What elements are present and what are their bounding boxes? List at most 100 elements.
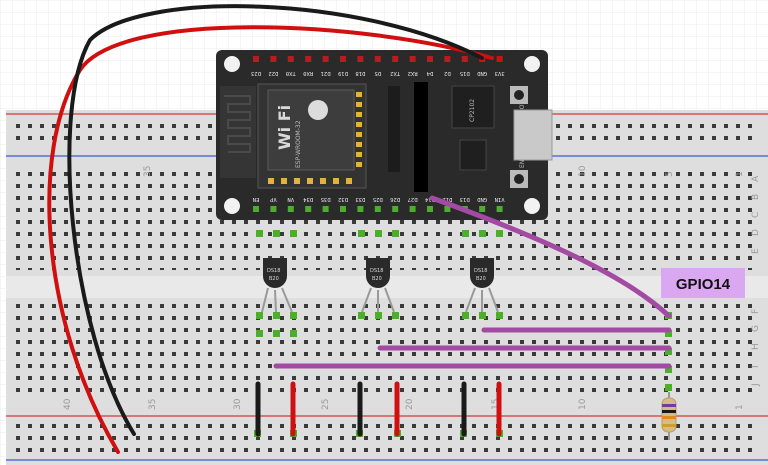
- col-num-top: 5: [665, 171, 675, 177]
- en-button-label: EN: [519, 160, 526, 168]
- esp32-pin-label: D23: [251, 70, 261, 76]
- esp32-pin-label: D35: [321, 196, 331, 202]
- esp32-header-pin: [479, 206, 486, 212]
- usb-connector: [513, 109, 553, 161]
- esp32-header-pin: [409, 206, 416, 212]
- mount-hole: [224, 198, 240, 214]
- esp32-pin-label: VP: [269, 196, 276, 202]
- row-letter: G: [751, 325, 761, 332]
- voltage-regulator: [459, 139, 487, 171]
- esp32-pin-label: D32: [338, 196, 348, 202]
- esp32-header-pin: [444, 56, 451, 62]
- mount-hole: [524, 198, 540, 214]
- jumper-wires: [255, 381, 502, 437]
- gpio14-wire: [429, 195, 672, 319]
- esp32-pin-label: D18: [355, 70, 365, 76]
- esp32-pin-label: 3V3: [495, 70, 505, 76]
- esp32-header-pin: [374, 206, 381, 212]
- col-num-bottom: 35: [148, 399, 158, 410]
- row-letter: F: [751, 309, 761, 314]
- row-letter: B: [751, 194, 761, 200]
- esp32-pin-label: VN: [287, 196, 294, 202]
- esp32-pin-label: D25: [373, 196, 383, 202]
- esp32-header-pin: [444, 206, 451, 212]
- power-wires: [47, 4, 494, 454]
- esp32-pin-label: D21: [321, 70, 331, 76]
- esp32-pin-label: VIN: [495, 196, 505, 202]
- pullup-resistor: [661, 392, 677, 440]
- row-letters: A B C D E F G H I J: [751, 175, 761, 387]
- esp32-pin-label: D14: [424, 196, 435, 202]
- esp32-board: Wi Fi ESP-WROOM-32 CP2102 BOOT EN: [216, 50, 553, 220]
- module-label: ESP-WROOM-32: [295, 120, 302, 168]
- esp32-pin-label: RX2: [408, 70, 418, 76]
- col-num-top: 1: [735, 171, 745, 177]
- col-num-bottom: 30: [233, 398, 243, 410]
- boot-button-cap: [514, 90, 524, 100]
- esp32-header-pin: [496, 206, 503, 212]
- esp32-header-pin: [392, 206, 399, 212]
- usb-uart-chip: [451, 85, 495, 129]
- esp32-header-pin: [461, 56, 468, 62]
- header-strip: [414, 82, 428, 192]
- col-num-bottom: 15: [491, 399, 501, 410]
- header-strip: [388, 86, 400, 172]
- esp32-pin-label: D34: [303, 196, 314, 202]
- esp32-pin-label: GND: [477, 196, 487, 202]
- bottom-power-rail: [6, 415, 768, 461]
- esp32-header-pin: [253, 206, 259, 212]
- esp32-header-pin: [305, 56, 312, 62]
- esp32-pin-label: D33: [355, 196, 365, 202]
- row-letter: E: [751, 248, 761, 254]
- row-letter: A: [751, 175, 761, 182]
- chip-label: CP2102: [469, 99, 476, 122]
- mount-hole: [224, 56, 240, 72]
- esp32-pin-label: D13: [460, 196, 470, 202]
- row-letter: D: [751, 229, 761, 236]
- esp32-header-pin: [392, 56, 399, 62]
- esp32-header-pin: [427, 206, 433, 212]
- gpio14-callout: GPIO14: [661, 268, 745, 298]
- row-letter: J: [751, 383, 761, 387]
- esp32-pin-label: D27: [408, 196, 418, 202]
- col-num-top: 35: [143, 166, 153, 177]
- col-num-top: 10: [578, 165, 588, 177]
- ds18b20-sensor-2: DS18 B20: [361, 258, 395, 313]
- esp32-pin-label: GND: [477, 70, 487, 76]
- esp32-pin-label: D2: [444, 70, 451, 76]
- esp32-header-pin: [287, 206, 294, 212]
- esp32-header-pin: [270, 56, 277, 62]
- esp32-header-pin: [287, 56, 294, 62]
- esp32-header-pin: [374, 56, 381, 62]
- esp32-header-pin: [340, 206, 346, 212]
- col-num-bottom: 10: [578, 398, 588, 410]
- esp32-pin-label: RX0: [303, 70, 313, 76]
- esp32-header-pin: [357, 206, 364, 212]
- esp32-pin-label: D15: [460, 70, 470, 76]
- col-num-bottom: 25: [321, 399, 331, 410]
- esp32-header-pin: [305, 206, 312, 212]
- esp32-pin-label: D5: [374, 70, 381, 76]
- esp32-header-pin: [322, 56, 329, 62]
- ds18b20-sensor-3: DS18 B20: [465, 258, 499, 313]
- center-channel: [6, 276, 768, 298]
- esp32-pin-label: D22: [268, 70, 278, 76]
- data-wires: [273, 195, 672, 369]
- sensor-label: DS18: [370, 268, 383, 274]
- row-letter: H: [751, 343, 761, 350]
- esp32-header-pin: [427, 56, 433, 62]
- esp32-header-pin: [270, 206, 277, 212]
- row-letter: I: [751, 365, 761, 368]
- esp32-header-pin: [496, 56, 503, 62]
- sensor-label: B20: [476, 276, 486, 282]
- col-num-bottom: 40: [63, 398, 73, 410]
- esp32-pin-label: EN: [253, 196, 260, 202]
- esp32-header-pin: [322, 206, 329, 212]
- esp32-pin-label: D19: [338, 70, 348, 76]
- mount-hole: [524, 56, 540, 72]
- boot-button-label: BOOT: [519, 101, 526, 118]
- gnd-wire: [67, 4, 484, 436]
- gpio-label-background: [661, 268, 745, 298]
